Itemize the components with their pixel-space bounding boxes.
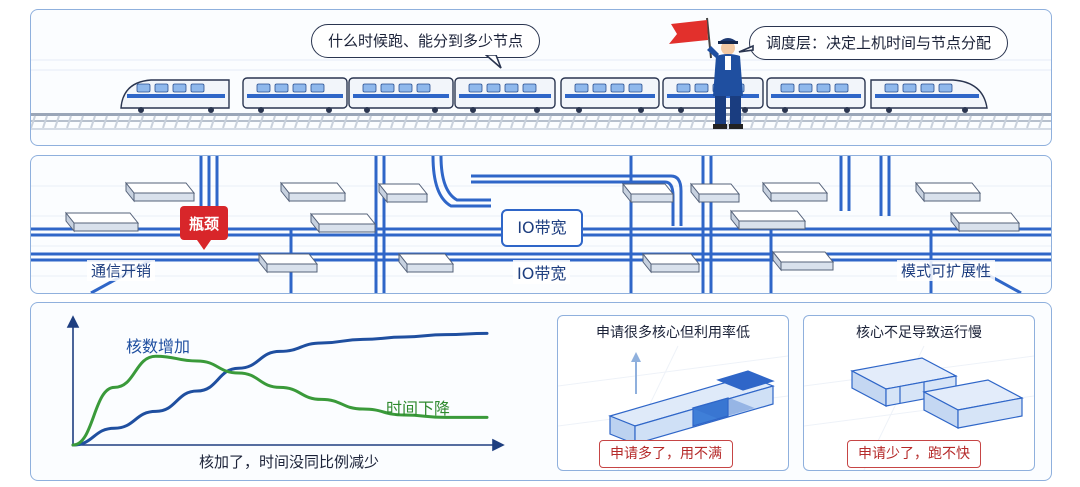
card-over-request: 申请很多核心但利用率低 申请多了，用不满 [557,315,789,471]
bubble-left-text: 什么时候跑、能分到多少节点 [328,32,524,50]
compute-modules [64,181,1021,274]
railway-track [31,113,1051,130]
network-panel: 瓶颈 IO带宽 通信开销 IO带宽 模式可扩展性 [30,155,1052,294]
compute-module [621,182,675,204]
under-request-blocks [804,345,1034,470]
chart-axes [66,315,505,452]
card-left-tag: 申请多了，用不满 [599,440,733,468]
compute-module [729,209,807,231]
label-communication-overhead: 通信开销 [87,260,156,281]
train-car [120,79,230,113]
train-car [242,77,348,113]
over-request-blocks [558,345,788,470]
series-line-time [71,354,489,447]
bottleneck-marker [180,206,228,250]
bubble-right-text: 调度层：决定上机时间与节点分配 [766,34,992,52]
card-right-tag-text: 申请少了，跑不快 [858,446,970,462]
card-left-title: 申请很多核心但利用率低 [596,325,750,341]
compute-module [397,252,455,274]
compute-module [257,252,319,274]
series-label-time: 时间下降 [386,399,451,418]
scaling-chart [66,315,505,452]
label-io-bandwidth: IO带宽 [513,260,571,284]
compute-module [914,181,982,203]
card-right-title: 核心不足导致运行慢 [856,325,982,341]
bottleneck-label: 瓶颈 [188,215,219,233]
compute-module [641,252,701,274]
train-car [348,77,454,113]
compute-module [949,211,1021,233]
compute-module [64,211,140,233]
scheduling-panel: 什么时候跑、能分到多少节点 调度层：决定上机时间与节点分配 [30,9,1052,146]
speech-bubble-left: 什么时候跑、能分到多少节点 [311,24,541,58]
series-line-cores [71,331,489,447]
card-left-tag-text: 申请多了，用不满 [610,446,722,462]
compute-module [377,182,429,204]
compute-module [279,181,347,203]
io-bandwidth-box-text: IO带宽 [517,218,567,237]
compute-module [761,181,829,203]
dispatcher-figure [669,17,743,129]
train-car [560,77,660,113]
train-car [662,77,764,113]
card-right-tag: 申请少了，跑不快 [847,440,981,468]
compute-module [689,182,741,204]
chart-x-caption: 核加了，时间没同比例减少 [199,453,380,471]
compute-module [771,250,835,272]
card-under-request: 核心不足导致运行慢 申请少了，跑不快 [803,315,1035,471]
train-scene [31,17,1051,130]
series-label-cores: 核数增加 [126,337,191,356]
train-car [454,77,556,113]
train-car [766,77,866,113]
compute-module [124,181,196,203]
label-scalability: 模式可扩展性 [897,260,996,281]
train [120,77,988,113]
train-car [870,79,988,113]
analysis-panel: 核数增加 时间下降 核加了，时间没同比例减少 申请很多核心但利用率低 申请多了，… [30,302,1052,481]
io-bandwidth-box: IO带宽 [501,209,583,247]
speech-bubble-right: 调度层：决定上机时间与节点分配 [749,26,1009,60]
compute-module [309,212,377,234]
